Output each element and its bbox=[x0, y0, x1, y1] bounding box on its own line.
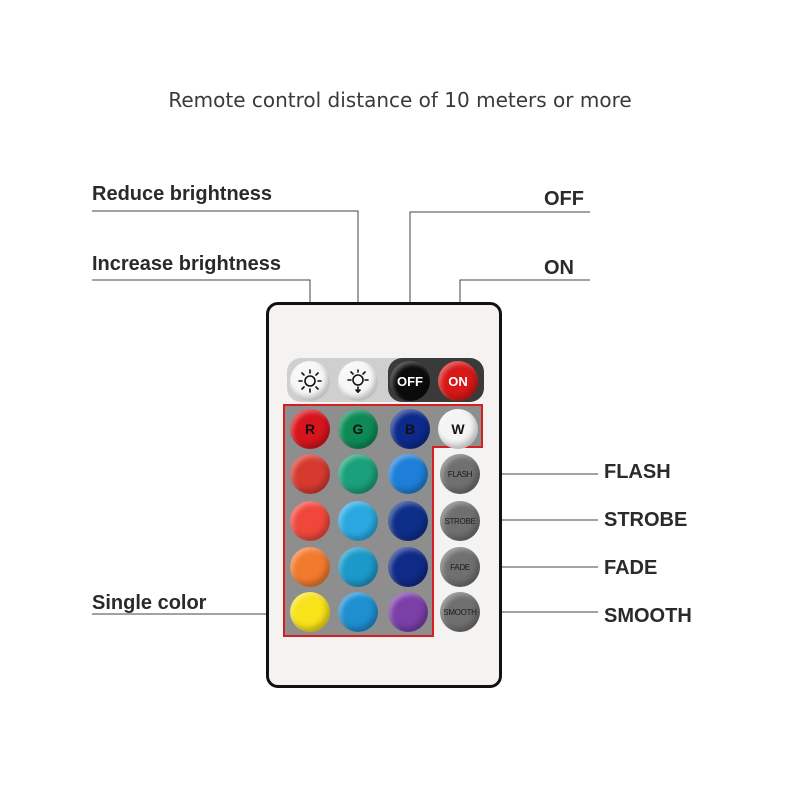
on-label: ON bbox=[544, 257, 574, 279]
reduce-brightness-label: Reduce brightness bbox=[92, 183, 273, 205]
brightness-up-icon bbox=[298, 369, 322, 393]
color-button-r4-c1[interactable] bbox=[290, 592, 330, 632]
green-button[interactable]: G bbox=[338, 409, 378, 449]
increase-brightness-label: Increase brightness bbox=[92, 253, 281, 275]
red-button[interactable]: R bbox=[290, 409, 330, 449]
fade-button[interactable]: FADE bbox=[440, 547, 480, 587]
reduce-brightness-button[interactable] bbox=[338, 361, 378, 401]
brightness-down-icon bbox=[347, 369, 369, 393]
color-button-r1-c3[interactable] bbox=[388, 454, 428, 494]
color-button-r3-c1[interactable] bbox=[290, 547, 330, 587]
strobe-label: STROBE bbox=[604, 509, 688, 531]
smooth-button[interactable]: SMOOTH bbox=[440, 592, 480, 632]
single-color-panel bbox=[283, 404, 483, 637]
color-button-r3-c2[interactable] bbox=[338, 547, 378, 587]
strobe-button[interactable]: STROBE bbox=[440, 501, 480, 541]
smooth-label: SMOOTH bbox=[604, 605, 692, 627]
on-button[interactable]: ON bbox=[438, 361, 478, 401]
color-button-r4-c3[interactable] bbox=[388, 592, 428, 632]
single-color-label: Single color bbox=[92, 592, 207, 614]
color-button-r1-c2[interactable] bbox=[338, 454, 378, 494]
color-button-r4-c2[interactable] bbox=[338, 592, 378, 632]
fade-label: FADE bbox=[604, 557, 658, 579]
off-button[interactable]: OFF bbox=[390, 361, 430, 401]
page-heading: Remote control distance of 10 meters or … bbox=[168, 88, 632, 112]
flash-button[interactable]: FLASH bbox=[440, 454, 480, 494]
color-button-r3-c3[interactable] bbox=[388, 547, 428, 587]
color-button-r1-c1[interactable] bbox=[290, 454, 330, 494]
blue-button[interactable]: B bbox=[390, 409, 430, 449]
increase-brightness-button[interactable] bbox=[290, 361, 330, 401]
off-label: OFF bbox=[544, 188, 584, 210]
color-button-r2-c2[interactable] bbox=[338, 501, 378, 541]
color-button-r2-c1[interactable] bbox=[290, 501, 330, 541]
flash-label: FLASH bbox=[604, 461, 671, 483]
color-button-r2-c3[interactable] bbox=[388, 501, 428, 541]
white-button[interactable]: W bbox=[438, 409, 478, 449]
